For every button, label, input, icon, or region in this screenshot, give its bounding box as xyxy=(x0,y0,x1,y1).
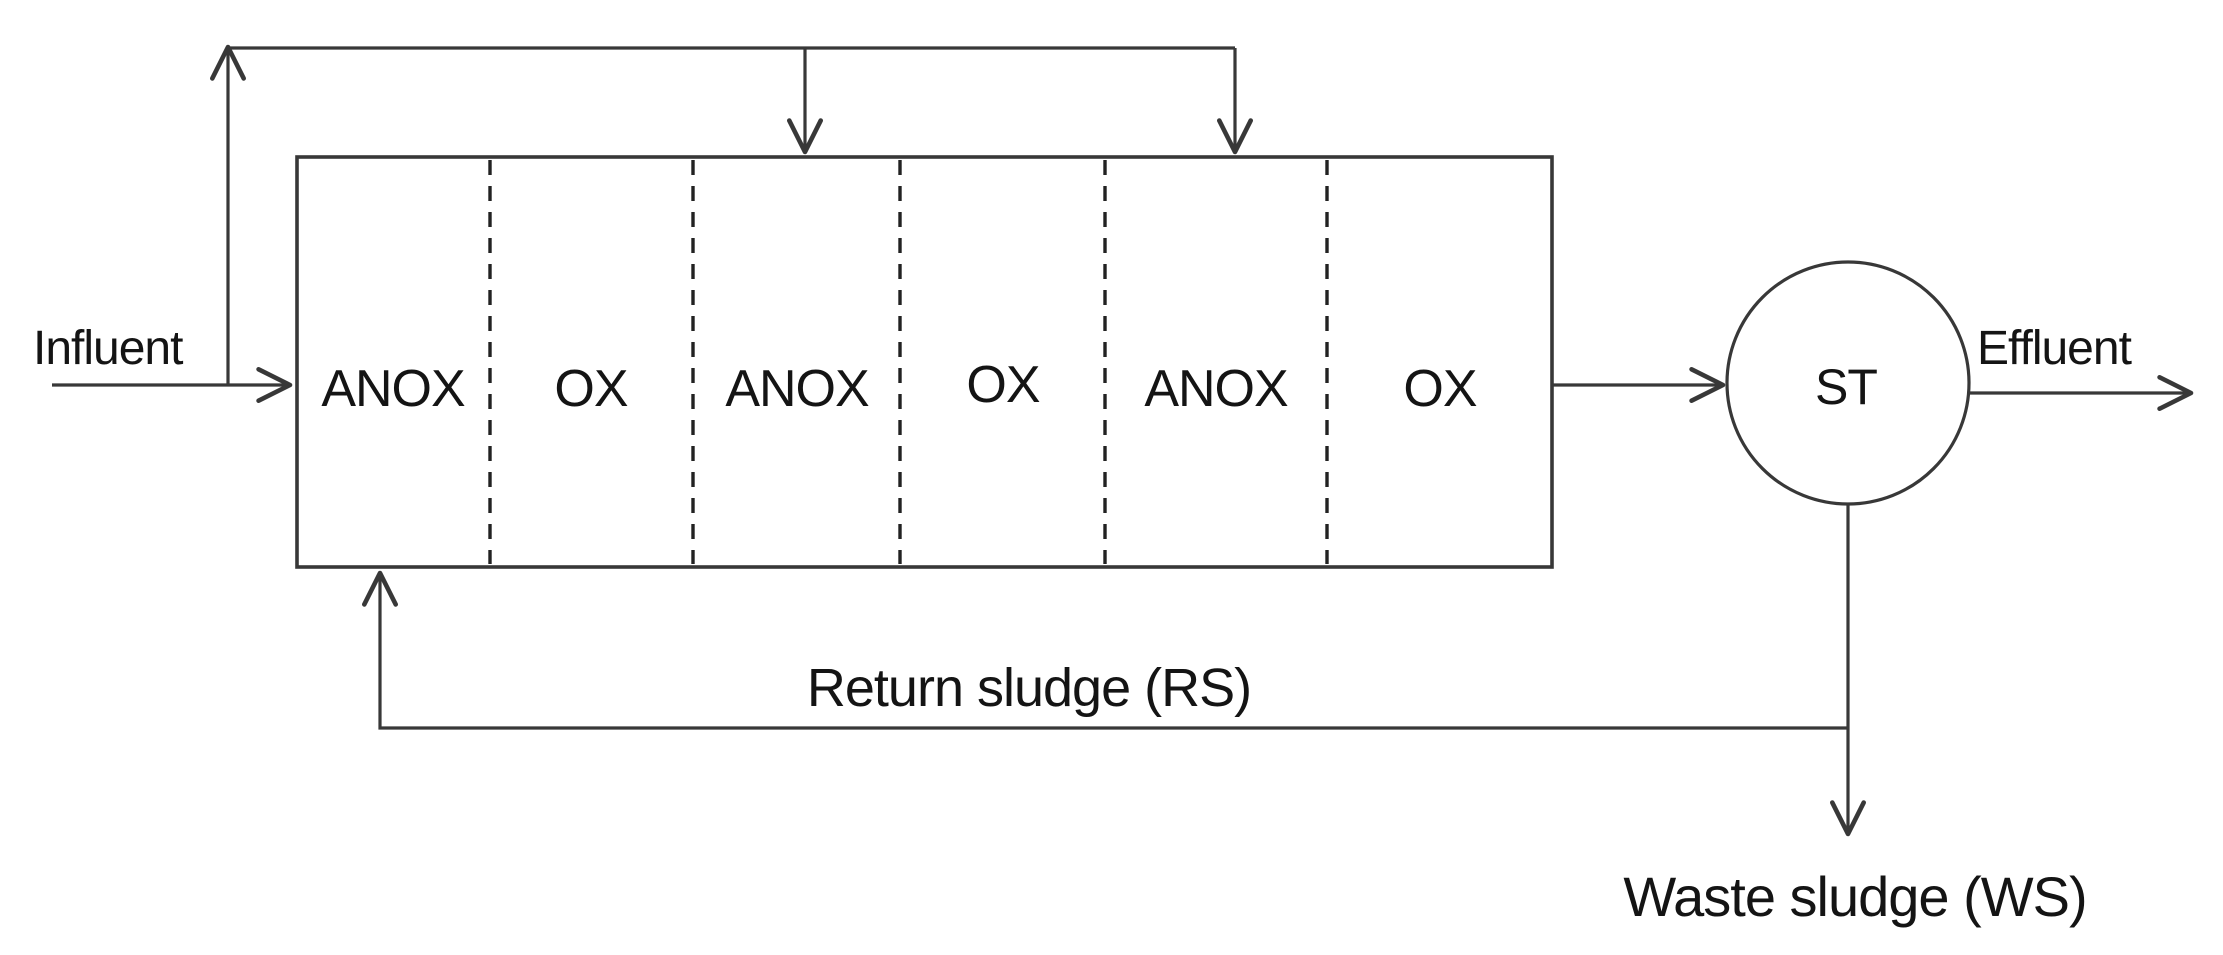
compartment-label-5: ANOX xyxy=(1144,360,1288,418)
compartment-label-3: ANOX xyxy=(725,360,869,418)
return-sludge-arrow xyxy=(362,570,1848,730)
reactor-tank xyxy=(295,155,1554,569)
settler-label: ST xyxy=(1815,359,1877,415)
influent-label: Influent xyxy=(33,322,183,375)
return-sludge-label: Return sludge (RS) xyxy=(807,658,1251,718)
compartment-label-2: OX xyxy=(554,360,627,418)
compartment-label-4: OX xyxy=(966,356,1039,414)
effluent-label: Effluent xyxy=(1977,322,2132,375)
waste-sludge-label: Waste sludge (WS) xyxy=(1623,865,2086,928)
compartment-label-6: OX xyxy=(1403,360,1476,418)
compartment-label-1: ANOX xyxy=(321,360,465,418)
